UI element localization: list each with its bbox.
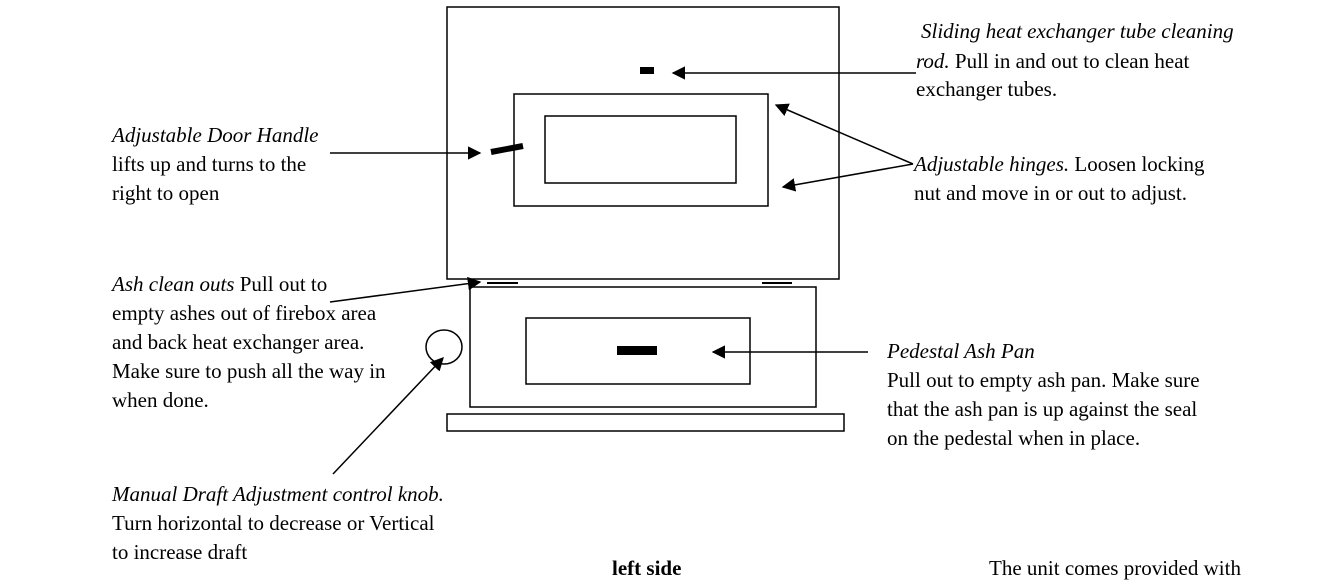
ash-pan-handle	[617, 346, 657, 355]
arrow-ash-cleanout	[329, 276, 482, 303]
arrow-hinge-bottom	[781, 163, 914, 192]
ash-cleanouts-line1: Ash clean outs Pull out to	[112, 272, 327, 296]
cleaning-rod-title: Sliding heat exchanger tube cleaning	[921, 19, 1234, 43]
hinges-desc-cont: nut and move in or out to adjust.	[914, 181, 1187, 205]
hinges-line1: Adjustable hinges. Loosen locking	[914, 152, 1204, 176]
hinges-title: Adjustable hinges.	[914, 152, 1070, 176]
base-plate	[446, 413, 845, 432]
cleaning-rod-handle	[640, 67, 654, 74]
draft-knob-desc-1: Turn horizontal to decrease or Vertical	[112, 511, 435, 535]
door-handle-title: Adjustable Door Handle	[112, 123, 319, 147]
ash-cleanouts-desc-3: Make sure to push all the way in	[112, 359, 386, 383]
cleaning-rod-desc-cont: exchanger tubes.	[916, 77, 1058, 101]
door-handle-desc-2: right to open	[112, 181, 220, 205]
ash-cleanouts-title: Ash clean outs	[112, 272, 235, 296]
stove-door	[513, 93, 769, 207]
pedestal	[469, 286, 817, 408]
ash-pan-title: Pedestal Ash Pan	[887, 339, 1035, 363]
ash-pan	[525, 317, 751, 385]
ash-cleanouts-desc-4: when done.	[112, 388, 209, 412]
door-handle	[490, 143, 524, 155]
ash-cleanouts-desc-2: and back heat exchanger area.	[112, 330, 365, 354]
draft-knob-title: Manual Draft Adjustment control knob.	[112, 482, 444, 506]
cleaning-rod-desc: Pull in and out to clean heat	[949, 49, 1190, 73]
hinges-desc: Loosen locking	[1069, 152, 1205, 176]
door-glass	[544, 115, 737, 184]
cutoff-text-right: The unit comes provided with	[989, 556, 1241, 580]
ash-pan-desc-2: that the ash pan is up against the seal	[887, 397, 1198, 421]
stove-body	[446, 6, 840, 280]
cutoff-text-left: left side	[612, 556, 682, 580]
ash-cleanouts-desc: Pull out to	[234, 272, 328, 296]
cleaning-rod-title-cont: rod.	[916, 49, 950, 73]
draft-knob-desc-2: to increase draft	[112, 540, 248, 564]
ash-cleanouts-desc-1: empty ashes out of firebox area	[112, 301, 377, 325]
ash-pan-desc-3: on the pedestal when in place.	[887, 426, 1141, 450]
door-handle-desc-1: lifts up and turns to the	[112, 152, 307, 176]
draft-knob	[425, 329, 463, 365]
cleaning-rod-line2: rod. Pull in and out to clean heat	[916, 49, 1189, 73]
arrow-draft-knob	[332, 357, 444, 475]
ash-pan-desc-1: Pull out to empty ash pan. Make sure	[887, 368, 1200, 392]
arrow-hinge-top	[774, 103, 914, 165]
